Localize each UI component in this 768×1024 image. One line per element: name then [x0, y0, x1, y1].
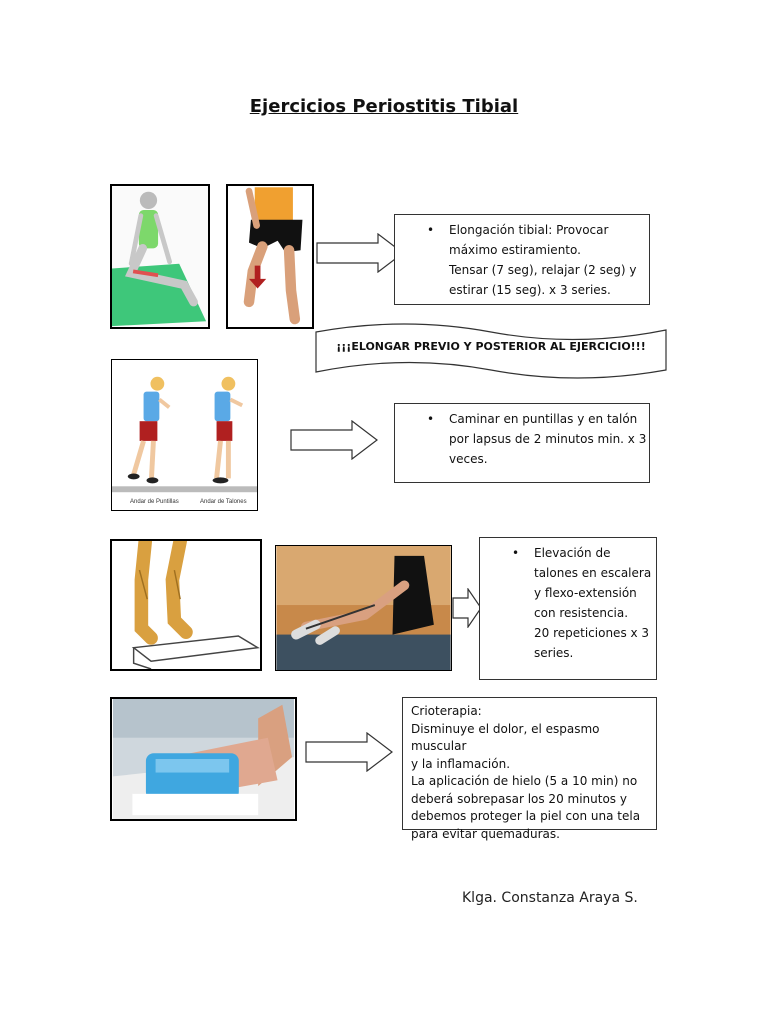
resistance-band-image [275, 545, 452, 671]
arrow-right-icon [290, 420, 378, 460]
caption-heels: Andar de Talones [200, 499, 247, 505]
elongation-info-box: Elongación tibial: Provocar máximo estir… [394, 214, 650, 305]
walking-figures-image: Andar de Puntillas Andar de Talones [111, 359, 258, 511]
list-item: Elevación de talones en escalera y flexo… [480, 543, 656, 663]
arrow-right-icon [305, 732, 393, 772]
heel-raise-info-box: Elevación de talones en escalera y flexo… [479, 537, 657, 680]
heel-raise-image [110, 539, 262, 671]
stretch-standing-image [226, 184, 314, 329]
warning-banner: ¡¡¡ELONGAR PREVIO Y POSTERIOR AL EJERCIC… [315, 320, 667, 382]
walking-info-box: Caminar en puntillas y en talón por laps… [394, 403, 650, 483]
ice-pack-image [110, 697, 297, 821]
caption-tiptoe: Andar de Puntillas [130, 499, 179, 505]
stretch-seated-image [110, 184, 210, 329]
cryotherapy-info-box: Crioterapia: Disminuye el dolor, el espa… [402, 697, 657, 841]
list-item: Caminar en puntillas y en talón por laps… [395, 409, 649, 469]
signature: Klga. Constanza Araya S. [462, 890, 638, 906]
arrow-right-icon [452, 588, 482, 628]
page-title: Ejercicios Periostitis Tibial [249, 96, 519, 117]
arrow-right-icon [316, 233, 404, 273]
list-item: Elongación tibial: Provocar máximo estir… [395, 220, 649, 300]
banner-text: ¡¡¡ELONGAR PREVIO Y POSTERIOR AL EJERCIC… [336, 340, 646, 353]
